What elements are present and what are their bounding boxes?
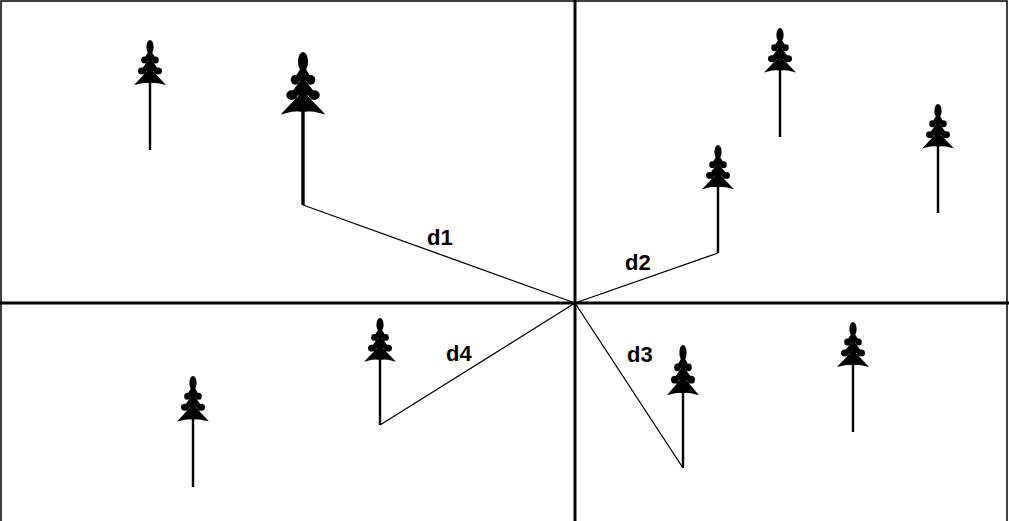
distance-label: d4	[446, 343, 472, 365]
trees	[134, 28, 954, 487]
distance-lines	[303, 205, 718, 468]
distance-label: d2	[625, 252, 651, 274]
distance-label: d3	[627, 344, 653, 366]
axis-line	[574, 0, 577, 521]
axis-line	[0, 302, 1009, 305]
distance-label: d1	[427, 227, 453, 249]
